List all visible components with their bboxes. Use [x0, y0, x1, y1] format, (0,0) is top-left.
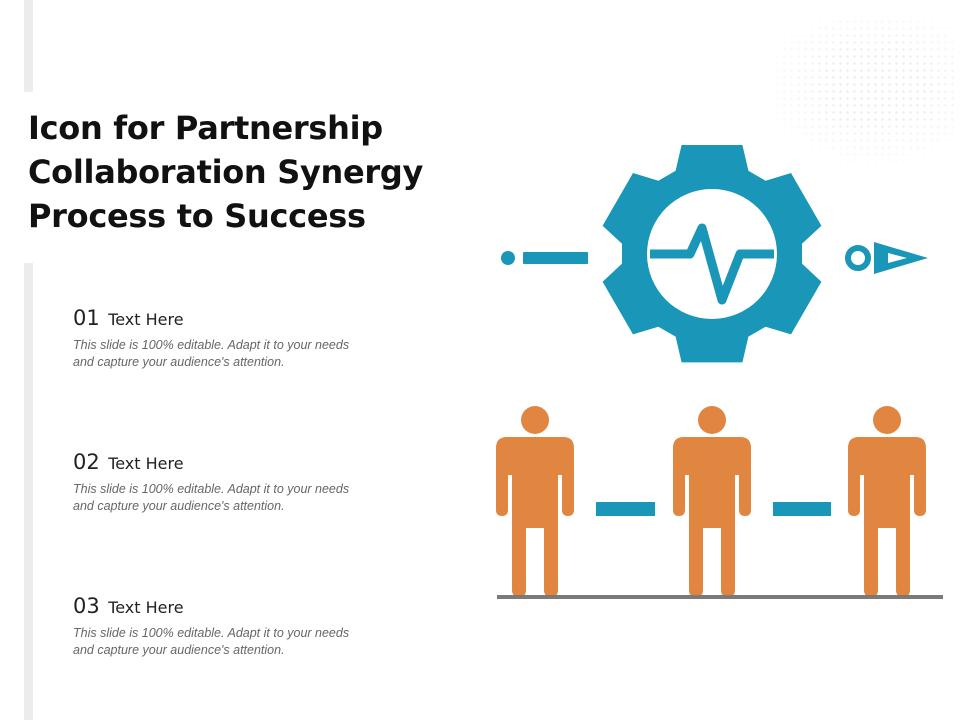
- item-body-line: and capture your audience's attention.: [73, 499, 285, 513]
- item-number: 03: [73, 594, 100, 618]
- person-head: [521, 406, 549, 434]
- slide-title-line: Icon for Partnership: [28, 109, 383, 147]
- connector-ring: [845, 245, 871, 271]
- decorative-dot-pattern: [760, 18, 955, 168]
- arrow-icon: [874, 242, 928, 274]
- item-body-line: and capture your audience's attention.: [73, 643, 285, 657]
- connector-line-between-people: [596, 502, 655, 516]
- item-heading: Text Here: [108, 598, 184, 617]
- text-item-01: 01 Text Here This slide is 100% editable…: [73, 306, 443, 371]
- item-heading: Text Here: [108, 310, 184, 329]
- heartbeat-icon: [650, 223, 774, 305]
- text-item-02: 02 Text Here This slide is 100% editable…: [73, 450, 443, 515]
- item-number: 01: [73, 306, 100, 330]
- person-icon: [848, 406, 926, 597]
- person-head: [698, 406, 726, 434]
- item-body: This slide is 100% editable. Adapt it to…: [73, 337, 443, 371]
- connector-line-between-people: [773, 502, 831, 516]
- person-icon: [673, 406, 751, 597]
- slide-title-line: Process to Success: [28, 197, 366, 235]
- item-body-line: This slide is 100% editable. Adapt it to…: [73, 626, 350, 640]
- text-item-03: 03 Text Here This slide is 100% editable…: [73, 594, 443, 659]
- slide-title: Icon for Partnership Collaboration Syner…: [28, 106, 458, 238]
- item-body: This slide is 100% editable. Adapt it to…: [73, 481, 443, 515]
- person-head: [873, 406, 901, 434]
- connector-dot: [501, 251, 515, 265]
- item-header: 02 Text Here: [73, 450, 443, 474]
- item-header: 03 Text Here: [73, 594, 443, 618]
- slide-title-line: Collaboration Synergy: [28, 153, 424, 191]
- person-body: [496, 437, 574, 597]
- item-body: This slide is 100% editable. Adapt it to…: [73, 625, 443, 659]
- item-header: 01 Text Here: [73, 306, 443, 330]
- item-number: 02: [73, 450, 100, 474]
- person-body: [673, 437, 751, 597]
- connector-line-left: [523, 252, 588, 264]
- ground-line: [497, 595, 943, 599]
- person-body: [848, 437, 926, 597]
- item-body-line: This slide is 100% editable. Adapt it to…: [73, 338, 350, 352]
- item-heading: Text Here: [108, 454, 184, 473]
- accent-bar-top: [24, 0, 33, 92]
- accent-bar-bottom: [24, 263, 33, 720]
- arrow-inner: [888, 253, 907, 263]
- gear-icon: [602, 145, 822, 363]
- item-body-line: This slide is 100% editable. Adapt it to…: [73, 482, 350, 496]
- item-body-line: and capture your audience's attention.: [73, 355, 285, 369]
- person-icon: [496, 406, 574, 597]
